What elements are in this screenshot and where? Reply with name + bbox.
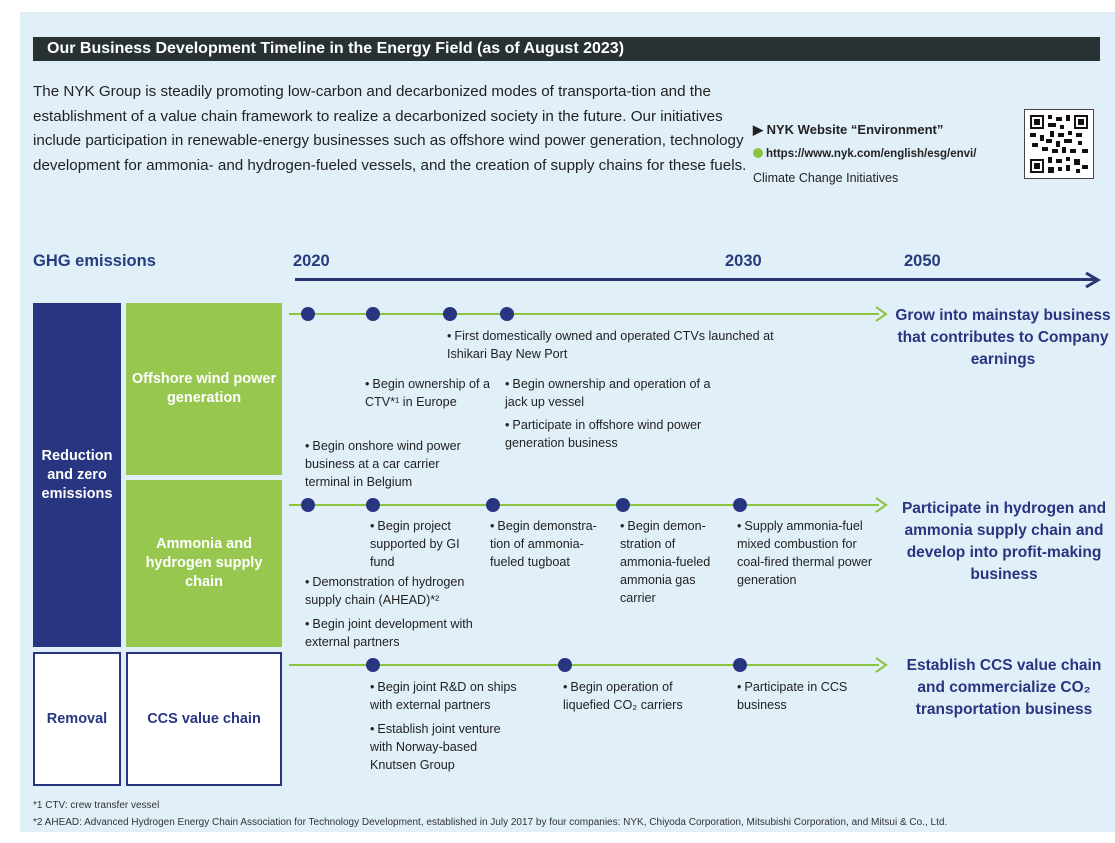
ccs-milestone-dot — [733, 658, 747, 672]
ccs-goal: Establish CCS value chain and commercial… — [906, 657, 1102, 718]
offshore-milestone-dot — [366, 307, 380, 321]
offshore-note: Begin ownership of a CTV*¹ in Europe — [365, 375, 500, 411]
offshore-note: Participate in offshore wind power gener… — [505, 416, 730, 452]
website-heading: ▶ NYK Website “Environment” — [753, 122, 944, 137]
ccs-note: Establish joint venture with Norway-base… — [370, 720, 520, 774]
ccs-note: Begin joint R&D on ships with external p… — [370, 678, 540, 714]
offshore-arrow-icon — [875, 306, 888, 322]
footnote: *1 CTV: crew transfer vessel — [33, 800, 160, 811]
ammonia-note: Supply ammonia-fuel mixed combustion for… — [737, 517, 882, 589]
ammonia-note: Begin project supported by GI fund — [370, 517, 482, 571]
globe-icon — [753, 148, 763, 158]
offshore-milestone-dot — [443, 307, 457, 321]
offshore-goal: Grow into mainstay business that contrib… — [895, 307, 1111, 368]
year-2050-label: 2050 — [904, 252, 941, 270]
ccs-milestone-dot — [558, 658, 572, 672]
footnote: *2 AHEAD: Advanced Hydrogen Energy Chain… — [33, 817, 948, 828]
website-caption: Climate Change Initiatives — [753, 171, 899, 185]
qr-code-icon — [1030, 115, 1088, 173]
ccs-timeline — [289, 664, 879, 666]
ccs-note: Begin operation of liquefied CO₂ carrier… — [563, 678, 713, 714]
reduction-category: Reduction and zero emissions — [33, 303, 121, 647]
ccs-category: CCS value chain — [126, 652, 282, 786]
offshore-note: Begin onshore wind power business at a c… — [305, 437, 485, 491]
ammonia-note: Demonstration of hydrogen supply chain (… — [305, 573, 490, 609]
removal-category: Removal — [33, 652, 121, 786]
offshore-note: Begin ownership and operation of a jack … — [505, 375, 725, 411]
year-2020-label: 2020 — [293, 252, 330, 270]
ghg-emissions-header: GHG emissions — [33, 252, 156, 270]
ammonia-milestone-dot — [301, 498, 315, 512]
website-link[interactable]: https://www.nyk.com/english/esg/envi/ — [753, 142, 976, 166]
year-2030-label: 2030 — [725, 252, 762, 270]
ammonia-hydrogen-category: Ammonia and hydrogen supply chain — [126, 480, 282, 647]
ccs-arrow-icon — [875, 657, 888, 673]
intro-paragraph: The NYK Group is steadily promoting low-… — [33, 83, 747, 174]
offshore-note: First domestically owned and operated CT… — [447, 327, 807, 363]
ammonia-note: Begin demonstra-tion of ammonia-fueled t… — [490, 517, 608, 571]
offshore-milestone-dot — [301, 307, 315, 321]
ccs-milestone-dot — [366, 658, 380, 672]
website-reference: ▶ NYK Website “Environment” https://www.… — [753, 118, 976, 190]
ammonia-milestone-dot — [733, 498, 747, 512]
ammonia-note: Begin joint development with external pa… — [305, 615, 495, 651]
ammonia-milestone-dot — [366, 498, 380, 512]
triangle-icon: ▶ — [753, 122, 763, 137]
qr-code[interactable] — [1024, 109, 1094, 179]
ammonia-timeline — [289, 504, 879, 506]
offshore-milestone-dot — [500, 307, 514, 321]
section-title: Our Business Development Timeline in the… — [33, 37, 1100, 61]
ammonia-goal: Participate in hydrogen and ammonia supp… — [901, 500, 1107, 583]
time-axis — [295, 278, 1095, 281]
ammonia-note: Begin demon-stration of ammonia-fueled a… — [620, 517, 725, 607]
ammonia-arrow-icon — [875, 497, 888, 513]
offshore-wind-category: Offshore wind power generation — [126, 303, 282, 475]
ammonia-milestone-dot — [616, 498, 630, 512]
ammonia-milestone-dot — [486, 498, 500, 512]
offshore-timeline — [289, 313, 879, 315]
ccs-note: Participate in CCS business — [737, 678, 862, 714]
axis-arrow-icon — [1085, 271, 1101, 289]
